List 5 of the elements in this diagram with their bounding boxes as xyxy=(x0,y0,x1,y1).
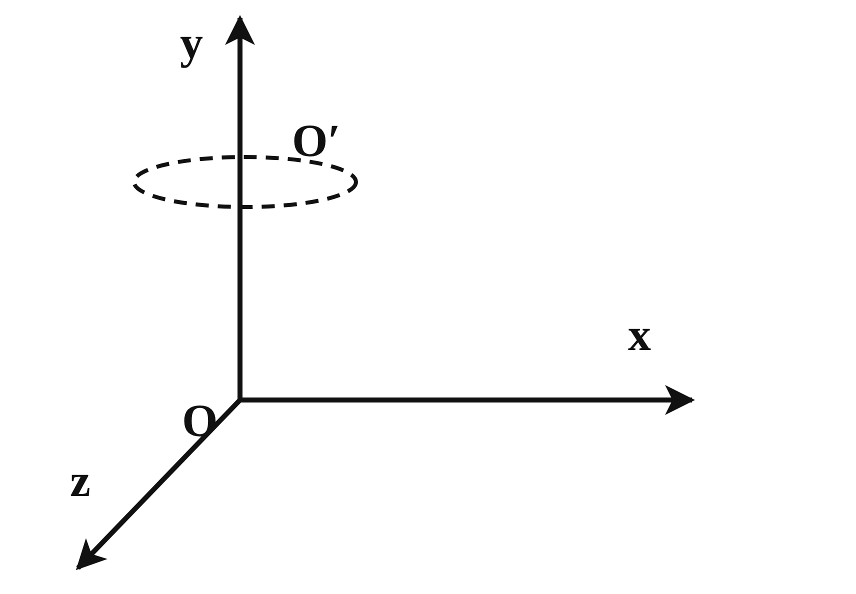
axis-label: y xyxy=(180,20,203,66)
dashed-orbit xyxy=(132,155,358,209)
axis-label: x xyxy=(628,312,651,358)
axis-label: z xyxy=(70,458,90,504)
axis-label: O′ xyxy=(292,118,341,164)
